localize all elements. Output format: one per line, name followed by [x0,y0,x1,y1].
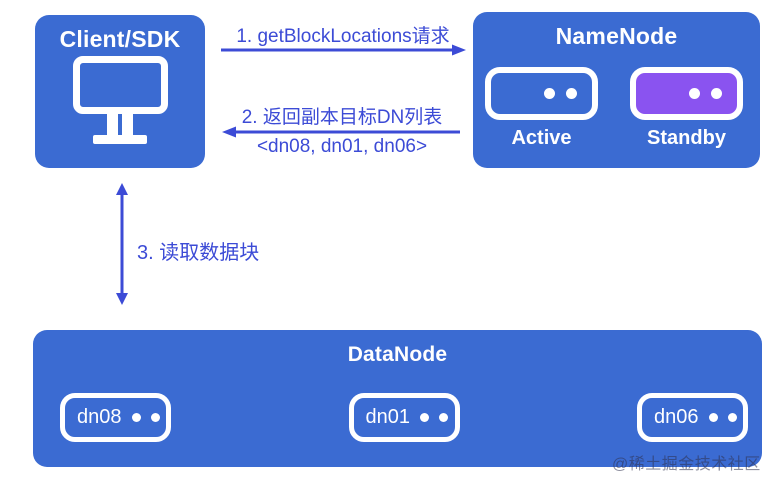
status-dot [689,88,700,99]
status-dot [420,413,429,422]
datanode-dn06-pill: dn06 [637,393,748,442]
active-server-icon [485,67,598,120]
client-title: Client/SDK [59,26,181,52]
arrow-read-data-blocks [116,183,128,305]
arrow-return-dn-list [222,126,460,138]
status-dot [150,413,160,422]
status-dot [708,413,718,422]
arrow-1-label: 1. getBlockLocations请求 [236,26,450,47]
namenode-title: NameNode [555,23,678,49]
client-node-box: Client/SDK [35,15,205,168]
datanode-dn08-pill: dn08 [60,393,171,442]
dn08-label: dn08 [77,406,122,428]
datanode-title: DataNode [347,343,448,366]
standby-label: Standby [647,127,726,149]
status-dot [131,413,141,422]
monitor-stand [107,114,133,135]
datanode-row: dn08 dn01 dn06 [33,393,762,442]
datanode-box: DataNode dn08 dn01 dn06 [33,330,762,467]
dn01-label: dn01 [365,406,411,428]
status-dot [566,88,577,99]
arrow-2-sublabel: <dn08, dn01, dn06> [256,136,428,157]
status-dot [544,88,555,99]
status-dot [727,413,737,422]
dn06-label: dn06 [654,406,699,428]
arrow-2-label: 2. 返回副本目标DN列表 [241,107,443,128]
namenode-standby-item: Standby [630,67,743,150]
arrow-3-label: 3. 读取数据块 [137,242,260,264]
status-dot [439,413,448,422]
monitor-screen [72,56,168,114]
active-label: Active [511,127,572,149]
datanode-dn01-pill: dn01 [348,393,460,442]
namenode-row: Active Standby [473,67,760,150]
monitor-base [93,135,147,144]
watermark: @稀土掘金技术社区 [612,456,761,473]
namenode-box: NameNode Active Standby [473,12,760,168]
status-dot [711,88,722,99]
monitor-icon [72,56,168,144]
arrow-get-block-locations [221,44,466,56]
standby-server-icon [630,67,743,120]
namenode-active-item: Active [485,67,598,150]
